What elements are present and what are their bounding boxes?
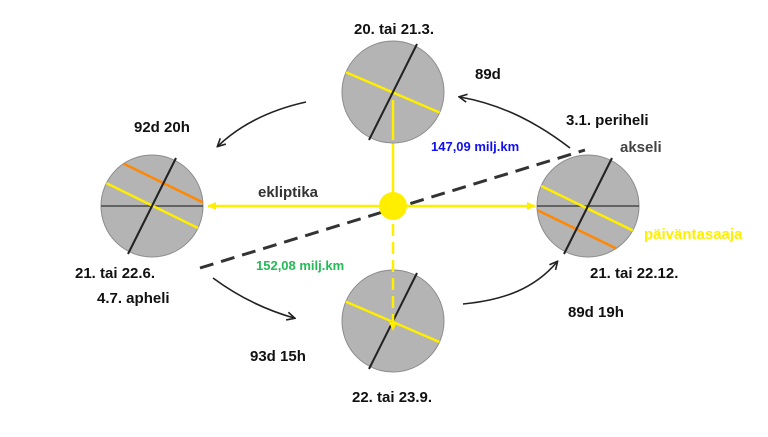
summer-date-label: 21. tai 22.6. [75,265,156,282]
equator-label: päiväntasaaja [644,226,743,243]
perihelion-distance: 147,09 milj.km [431,139,520,154]
ecliptic-label: ekliptika [258,184,319,201]
orbit-arrow-autumn-winter [462,262,557,305]
aphelion-distance: 152,08 milj.km [256,258,345,273]
earth-autumn [341,206,445,373]
orbit-arrow-spring-summer [218,101,307,146]
duration-summer-autumn: 93d 15h [250,348,306,365]
winter-date-label: 21. tai 22.12. [590,265,679,282]
earth-summer [100,154,204,258]
earth-winter [536,154,640,258]
equator-line [537,182,639,236]
autumn-date-label: 22. tai 23.9. [352,389,433,406]
axis-line [368,43,418,141]
axis-label: akseli [620,139,662,156]
earth-spring [341,40,445,144]
sun [379,192,407,220]
aphelion-label: 4.7. apheli [97,290,170,307]
axis-line [563,157,613,255]
axis-line [127,157,177,255]
perihelion-label: 3.1. periheli [566,112,649,129]
duration-spring-summer: 92d 20h [134,119,190,136]
duration-winter-spring: 89d [475,66,501,83]
duration-autumn-winter: 89d 19h [568,304,624,321]
orbit-arrow-winter-spring [460,97,571,149]
orbit-arrow-summer-autumn [212,277,294,318]
spring-date-label: 20. tai 21.3. [354,21,435,38]
